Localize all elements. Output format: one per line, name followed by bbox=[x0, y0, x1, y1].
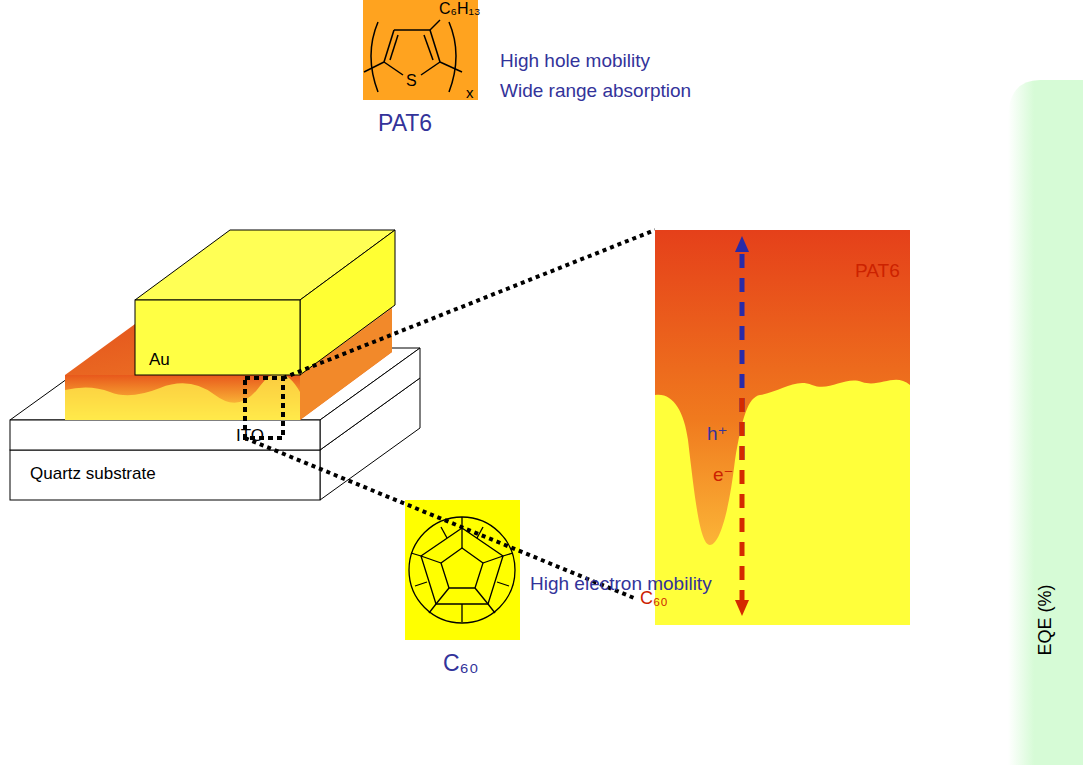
eqe-panel bbox=[1008, 80, 1083, 765]
node-text: PAT6 bbox=[855, 260, 900, 282]
node-text: C₆₀ bbox=[443, 650, 478, 676]
node-text: EQE (%) bbox=[1035, 584, 1056, 655]
node-text: x bbox=[466, 84, 474, 101]
structure-box: C₆H₁₃SxPAT6 bbox=[363, 0, 478, 100]
zoom-leader bbox=[283, 230, 655, 378]
node-text: S bbox=[406, 72, 417, 90]
node-text: Quartz substrate bbox=[30, 464, 156, 484]
c60-structure-box bbox=[405, 500, 520, 640]
node-text: ITO bbox=[236, 426, 264, 446]
hole-arrowhead bbox=[735, 236, 749, 252]
layer-box: Quartz substrate bbox=[10, 450, 320, 500]
thiophene-structure bbox=[364, 20, 462, 92]
node-text: e⁻ bbox=[713, 464, 734, 486]
zoom-yellow bbox=[655, 230, 910, 625]
layer-box: Au bbox=[135, 300, 300, 375]
node-text: PAT6 bbox=[378, 110, 432, 136]
panel: EQE (%) bbox=[1008, 80, 1083, 765]
zoom-orange bbox=[655, 230, 910, 545]
structure-box: C₆₀ bbox=[405, 500, 520, 640]
annotation: Wide range absorption bbox=[500, 80, 691, 102]
layer-box: ITO bbox=[10, 420, 320, 450]
device-illustration bbox=[10, 230, 420, 500]
node-text: C₆H₁₃ bbox=[439, 0, 480, 18]
annotation: High hole mobility bbox=[500, 50, 650, 72]
electron-arrowhead bbox=[735, 600, 749, 616]
electron-arrow bbox=[740, 398, 745, 602]
node-text: Au bbox=[149, 350, 170, 370]
c60-structure bbox=[409, 517, 515, 623]
annotation: High electron mobility bbox=[530, 573, 712, 595]
node-text: h⁺ bbox=[707, 423, 728, 445]
zoom-box: PAT6h⁺e⁻C₆₀ bbox=[655, 230, 910, 625]
